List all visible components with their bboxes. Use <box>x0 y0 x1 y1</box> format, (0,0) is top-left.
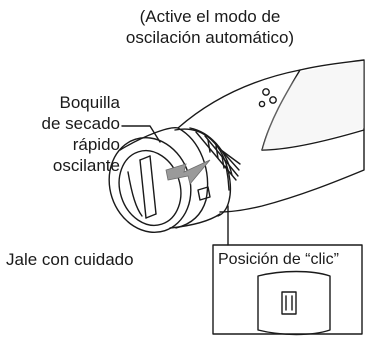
rotation-arrow-icon <box>165 159 211 185</box>
nozzle-label: Boquilla de secado rápido oscilante <box>4 92 120 176</box>
nozzle-louver <box>139 159 147 219</box>
dryer-body-curve <box>261 69 301 151</box>
nozzle-label-line-2: de secado <box>41 114 120 133</box>
click-detail-latch <box>281 291 297 315</box>
nozzle-opening <box>118 149 182 227</box>
control-button-icon <box>262 88 270 96</box>
instruction-line-2: oscilación automático) <box>125 28 295 47</box>
pull-gently-label: Jale con cuidado <box>6 250 134 269</box>
nozzle-label-line-4: oscilante <box>52 156 120 175</box>
instruction-line-1: (Active el modo de <box>139 7 281 26</box>
instruction-text: (Active el modo de oscilación automático… <box>90 6 330 48</box>
click-position-label: Posición de “clic” <box>218 251 339 268</box>
dryer-handle-line <box>261 129 365 151</box>
control-button-icon <box>258 100 266 108</box>
nozzle-barrel-bottom <box>169 213 221 229</box>
nozzle-label-line-1: Boquilla <box>59 93 121 112</box>
click-position-box <box>212 244 363 335</box>
dryer-body-outline <box>177 59 365 213</box>
control-button-icon <box>269 96 277 104</box>
nozzle-leader-line <box>121 125 161 143</box>
nozzle-label-line-3: rápido <box>72 135 120 154</box>
click-detail-barrel <box>257 270 331 336</box>
nozzle-latch <box>197 186 211 201</box>
nozzle-barrel-top <box>119 127 179 151</box>
nozzle-louver <box>149 155 157 215</box>
